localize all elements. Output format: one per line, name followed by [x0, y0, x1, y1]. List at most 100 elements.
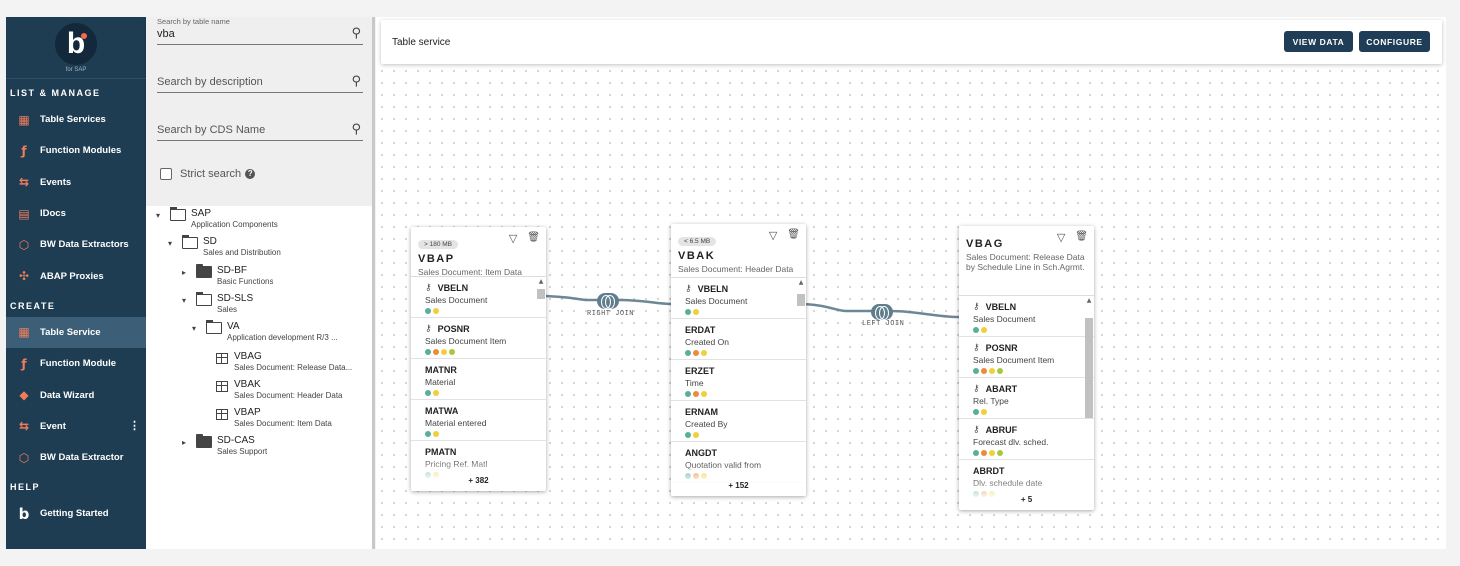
logo[interactable]: b for SAP	[6, 17, 146, 79]
nav-item-event[interactable]: ⇆Event⋮	[6, 411, 146, 442]
search-icon[interactable]: ⚲	[351, 74, 361, 89]
nav-item-data-wizard[interactable]: ◆Data Wizard	[6, 379, 146, 410]
nav-item-abap-proxies[interactable]: ✣ABAP Proxies	[6, 260, 146, 291]
collapse-arrow-icon[interactable]: ▸	[182, 438, 187, 447]
field-usage-dots	[973, 368, 1087, 374]
usage-dot	[973, 327, 979, 333]
search-icon[interactable]: ⚲	[351, 26, 361, 41]
collapse-arrow-icon[interactable]: ▸	[182, 268, 187, 277]
expand-arrow-icon[interactable]: ▾	[182, 296, 187, 305]
scroll-up-icon[interactable]: ▲	[1086, 297, 1092, 304]
usage-dot	[433, 431, 439, 437]
filter-icon[interactable]: ▽	[1056, 231, 1066, 244]
right-join-icon[interactable]	[597, 293, 619, 309]
expand-arrow-icon[interactable]: ▾	[156, 211, 161, 220]
table-name-search-field[interactable]: Search by table name vba ⚲	[157, 17, 363, 45]
search-icon[interactable]: ⚲	[351, 122, 361, 137]
nav-item-label: BW Data Extractor	[40, 452, 124, 464]
nav-item-bw-data-extractor[interactable]: ⬡BW Data Extractor	[6, 442, 146, 473]
filter-icon[interactable]: ▽	[768, 229, 778, 242]
help-icon[interactable]: ?	[245, 169, 256, 179]
nav-item-bw-data-extractors[interactable]: ⬡BW Data Extractors	[6, 229, 146, 260]
card-table-name: VBAK	[678, 250, 716, 262]
cds-input[interactable]: Search by CDS Name	[157, 124, 266, 136]
filter-icon[interactable]: ▽	[508, 232, 518, 245]
table-name-input[interactable]: vba	[157, 28, 175, 40]
field-name-row: ⚷ABRUF	[973, 425, 1087, 435]
usage-dot	[685, 350, 691, 356]
tree-node-name: SD-BF	[217, 265, 247, 276]
scroll-up-icon[interactable]: ▲	[538, 278, 544, 285]
panel-divider[interactable]	[372, 17, 375, 549]
scrollbar-thumb[interactable]	[537, 289, 545, 299]
delete-icon[interactable]: 🗑	[787, 229, 800, 240]
view-data-button[interactable]: VIEW DATA	[1284, 31, 1353, 52]
usage-dot	[433, 308, 439, 314]
usage-dot	[693, 309, 699, 315]
nav-item-table-services[interactable]: ▦Table Services	[6, 104, 146, 135]
left-join-icon[interactable]	[871, 304, 893, 320]
nav-item-idocs[interactable]: ▤IDocs	[6, 198, 146, 229]
expand-arrow-icon[interactable]: ▾	[168, 239, 173, 248]
more-fields-count[interactable]: + 382	[468, 476, 489, 485]
more-fields-count[interactable]: + 5	[1020, 495, 1033, 504]
list-fade	[411, 457, 546, 491]
folder-open-icon	[196, 292, 212, 306]
field-name-row: ANGDT	[685, 448, 799, 458]
more-fields-count[interactable]: + 152	[728, 481, 749, 490]
scroll-up-icon[interactable]: ▲	[798, 279, 804, 286]
nav-item-table-service[interactable]: ▦Table Service	[6, 316, 146, 349]
expand-arrow-icon[interactable]: ▾	[192, 324, 197, 333]
scrollbar-thumb[interactable]	[1085, 318, 1093, 418]
design-canvas[interactable]: Table service VIEW DATA CONFIGURE RIGHT …	[376, 17, 1446, 549]
delete-icon[interactable]: 🗑	[527, 232, 540, 243]
delete-icon[interactable]: 🗑	[1075, 231, 1088, 242]
field-name-row: MATNR	[425, 365, 539, 375]
usage-dot	[981, 450, 987, 456]
nav-item-events[interactable]: ⇆Events	[6, 167, 146, 198]
strict-search-checkbox[interactable]	[160, 168, 172, 180]
more-options-icon[interactable]: ⋮	[129, 419, 140, 432]
configure-button[interactable]: CONFIGURE	[1359, 31, 1430, 52]
table-icon	[216, 409, 228, 420]
strict-search-option[interactable]: Strict search ?	[160, 168, 256, 180]
cds-search-field[interactable]: Search by CDS Name ⚲	[157, 115, 363, 141]
description-search-field[interactable]: Search by description ⚲	[157, 67, 363, 93]
scrollbar-thumb[interactable]	[797, 294, 805, 306]
description-input[interactable]: Search by description	[157, 76, 263, 88]
